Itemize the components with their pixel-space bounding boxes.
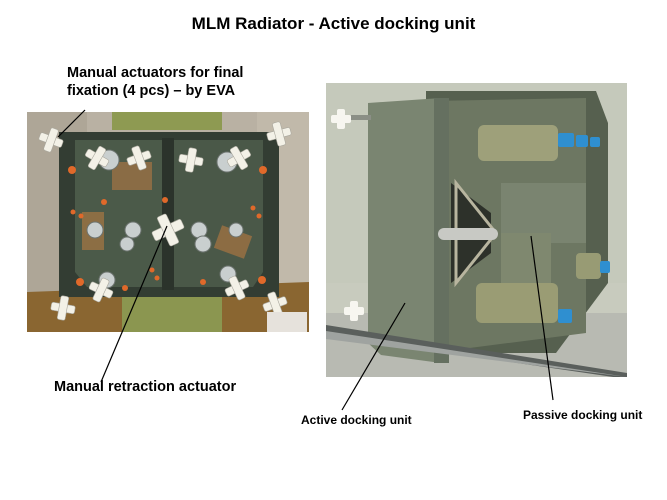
label-active-docking-unit: Active docking unit <box>301 413 412 427</box>
page-title: MLM Radiator - Active docking unit <box>191 14 476 33</box>
label-passive-docking-unit: Passive docking unit <box>523 408 643 422</box>
photo-docking-units-side <box>326 83 627 377</box>
label-fixation-actuators: Manual actuators for final fixation (4 p… <box>67 65 244 99</box>
label-retraction-actuator: Manual retraction actuator <box>54 379 237 395</box>
photo-active-docking-unit-front <box>27 112 309 332</box>
